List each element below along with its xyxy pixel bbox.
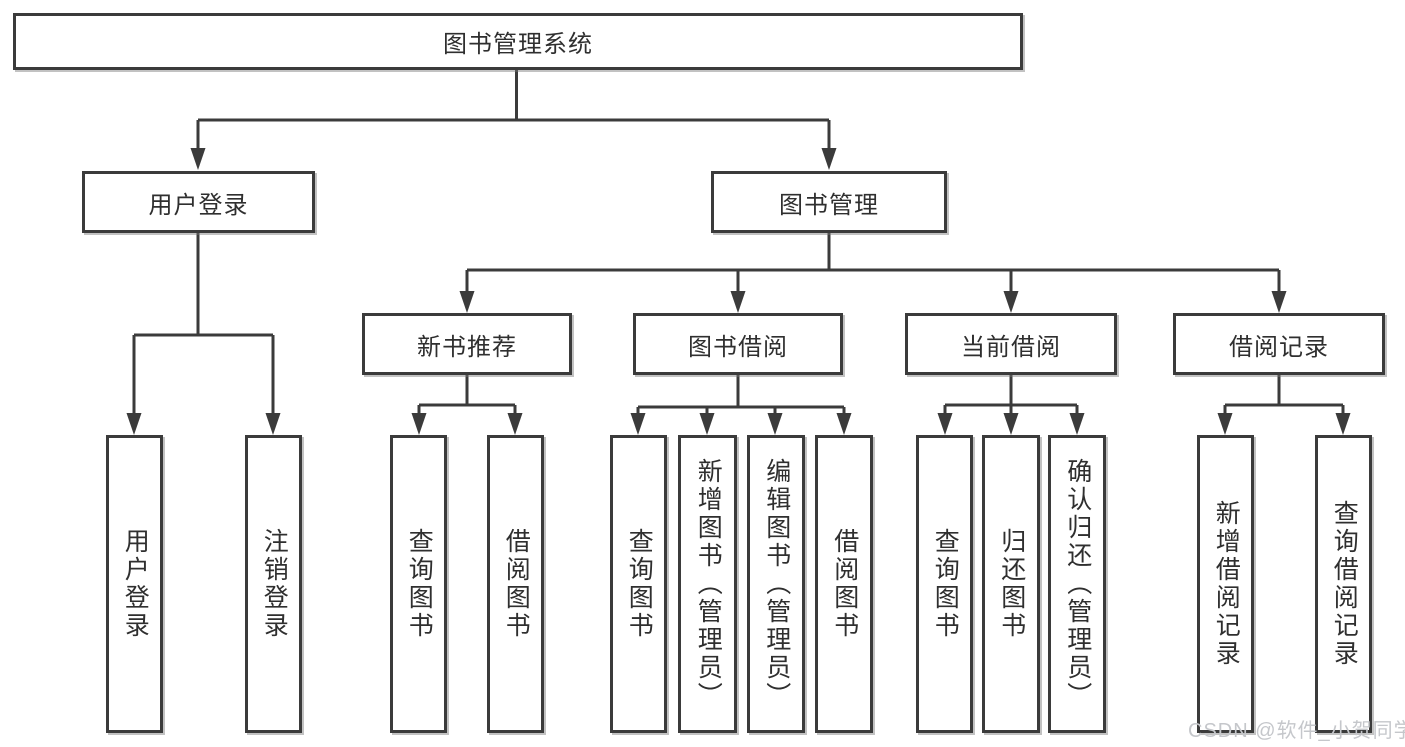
leaf-add-books-admin: 新增图书（管理员） xyxy=(678,435,737,733)
node-label: 编辑图书（管理员） xyxy=(762,458,791,710)
node-new-book-recommendation: 新书推荐 xyxy=(362,313,572,375)
leaf-edit-books-admin: 编辑图书（管理员） xyxy=(747,435,805,733)
arrow-down-icon xyxy=(1003,413,1019,435)
node-label: 注销登录 xyxy=(260,528,289,640)
leaf-user-login: 用户登录 xyxy=(106,435,163,733)
leaf-return-books: 归还图书 xyxy=(982,435,1040,733)
leaf-logout: 注销登录 xyxy=(245,435,302,733)
leaf-query-borrow-record: 查询借阅记录 xyxy=(1315,435,1372,733)
node-label: 用户登录 xyxy=(148,191,249,219)
node-label: 图书管理系统 xyxy=(443,31,593,58)
node-label: 查询图书 xyxy=(405,528,434,640)
arrow-down-icon xyxy=(507,413,523,435)
node-label: 查询图书 xyxy=(931,528,960,640)
node-current-borrowing: 当前借阅 xyxy=(905,313,1117,375)
leaf-query-books-recommend: 查询图书 xyxy=(390,435,447,733)
csdn-watermark: CSDN @软件_小贺同学 xyxy=(1188,720,1405,742)
arrow-down-icon xyxy=(630,413,646,435)
leaf-query-books-borrow: 查询图书 xyxy=(610,435,667,733)
arrow-down-icon xyxy=(767,413,783,435)
leaf-query-books-current: 查询图书 xyxy=(916,435,973,733)
arrow-down-icon xyxy=(1217,413,1233,435)
arrow-down-icon xyxy=(126,413,142,435)
node-label: 当前借阅 xyxy=(961,333,1061,361)
node-book-management: 图书管理 xyxy=(711,171,947,233)
arrow-down-icon xyxy=(1271,291,1287,313)
node-label: 图书借阅 xyxy=(688,333,788,361)
node-user-login: 用户登录 xyxy=(82,171,315,233)
node-label: 新增图书（管理员） xyxy=(694,458,723,710)
node-label: 图书管理 xyxy=(779,191,879,219)
leaf-add-borrow-record: 新增借阅记录 xyxy=(1197,435,1254,733)
arrow-down-icon xyxy=(190,148,206,170)
node-label: 借阅图书 xyxy=(502,528,531,640)
leaf-borrow-books: 借阅图书 xyxy=(815,435,873,733)
node-book-borrowing: 图书借阅 xyxy=(633,313,843,375)
arrow-down-icon xyxy=(265,413,281,435)
node-label: 借阅图书 xyxy=(830,528,859,640)
node-label: 新增借阅记录 xyxy=(1212,500,1241,668)
node-label: 查询图书 xyxy=(625,528,654,640)
arrow-down-icon xyxy=(836,413,852,435)
node-borrowing-records: 借阅记录 xyxy=(1173,313,1385,375)
arrow-down-icon xyxy=(411,413,427,435)
arrow-down-icon xyxy=(1335,413,1351,435)
node-label: 借阅记录 xyxy=(1229,333,1329,361)
arrow-down-icon xyxy=(821,148,837,170)
node-label: 归还图书 xyxy=(997,528,1026,640)
leaf-borrow-books-recommend: 借阅图书 xyxy=(487,435,544,733)
arrow-down-icon xyxy=(459,291,475,313)
node-library-management-system: 图书管理系统 xyxy=(13,13,1023,70)
node-label: 查询借阅记录 xyxy=(1330,500,1359,668)
arrow-down-icon xyxy=(937,413,953,435)
arrow-down-icon xyxy=(1069,413,1085,435)
node-label: 用户登录 xyxy=(121,528,150,640)
node-label: 新书推荐 xyxy=(417,333,517,361)
leaf-confirm-return-admin: 确认归还（管理员） xyxy=(1048,435,1106,733)
node-label: 确认归还（管理员） xyxy=(1063,458,1092,710)
arrow-down-icon xyxy=(699,413,715,435)
arrow-down-icon xyxy=(730,291,746,313)
arrow-down-icon xyxy=(1003,291,1019,313)
